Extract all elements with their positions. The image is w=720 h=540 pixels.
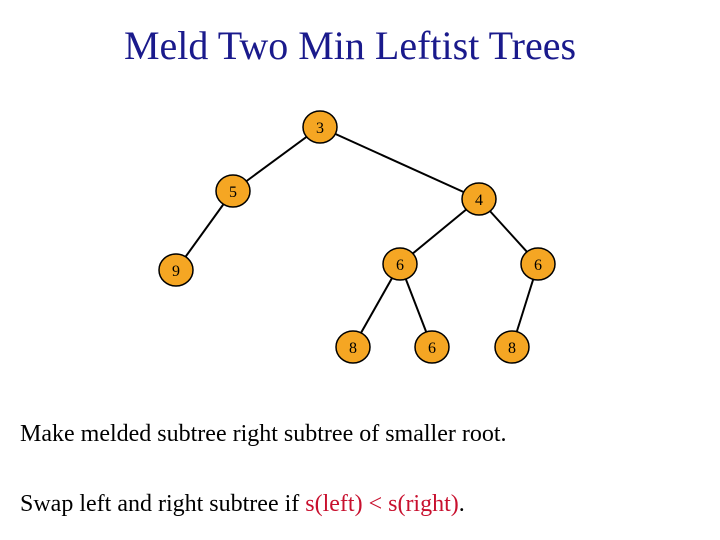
leftist-tree-diagram: 3 5 4 9 6 6 8 6 8 xyxy=(158,110,556,364)
tree-node-label: 3 xyxy=(316,120,324,137)
tree-node-n9: 9 xyxy=(158,253,194,287)
tree-edge-n3-n5 xyxy=(232,126,321,192)
tree-node-label: 6 xyxy=(534,257,542,274)
tree-edge-n3-n4 xyxy=(319,126,480,200)
tree-node-n8b: 8 xyxy=(494,330,530,364)
tree-node-circle xyxy=(158,253,194,287)
caption-meld-rule: Make melded subtree right subtree of sma… xyxy=(20,421,507,447)
tree-node-label: 6 xyxy=(396,257,404,274)
caption-swap-condition: s(left) < s(right) xyxy=(305,491,459,517)
tree-node-n6b: 6 xyxy=(520,247,556,281)
tree-edges xyxy=(175,126,539,348)
tree-node-circle xyxy=(215,174,251,208)
tree-node-label: 9 xyxy=(172,263,180,280)
caption-swap-prefix: Swap left and right subtree if xyxy=(20,491,306,517)
tree-node-circle xyxy=(494,330,530,364)
tree-node-n6c: 6 xyxy=(414,330,450,364)
tree-node-n8a: 8 xyxy=(335,330,371,364)
tree-node-n5: 5 xyxy=(215,174,251,208)
tree-node-circle xyxy=(382,247,418,281)
tree-nodes: 3 5 4 9 6 6 8 6 8 xyxy=(158,110,556,364)
tree-node-label: 4 xyxy=(475,192,483,209)
tree-node-circle xyxy=(414,330,450,364)
tree-node-n6a: 6 xyxy=(382,247,418,281)
tree-node-circle xyxy=(461,182,497,216)
tree-node-label: 8 xyxy=(508,340,516,357)
tree-node-label: 5 xyxy=(229,184,237,201)
tree-node-circle xyxy=(302,110,338,144)
tree-node-circle xyxy=(520,247,556,281)
tree-node-n3: 3 xyxy=(302,110,338,144)
caption-swap-suffix: . xyxy=(458,491,465,517)
tree-node-circle xyxy=(335,330,371,364)
tree-node-label: 8 xyxy=(349,340,357,357)
tree-node-label: 6 xyxy=(428,340,436,357)
slide-title: Meld Two Min Leftist Trees xyxy=(123,23,577,68)
caption-swap-rule: Swap left and right subtree if s(left) <… xyxy=(20,491,465,518)
tree-node-n4: 4 xyxy=(461,182,497,216)
